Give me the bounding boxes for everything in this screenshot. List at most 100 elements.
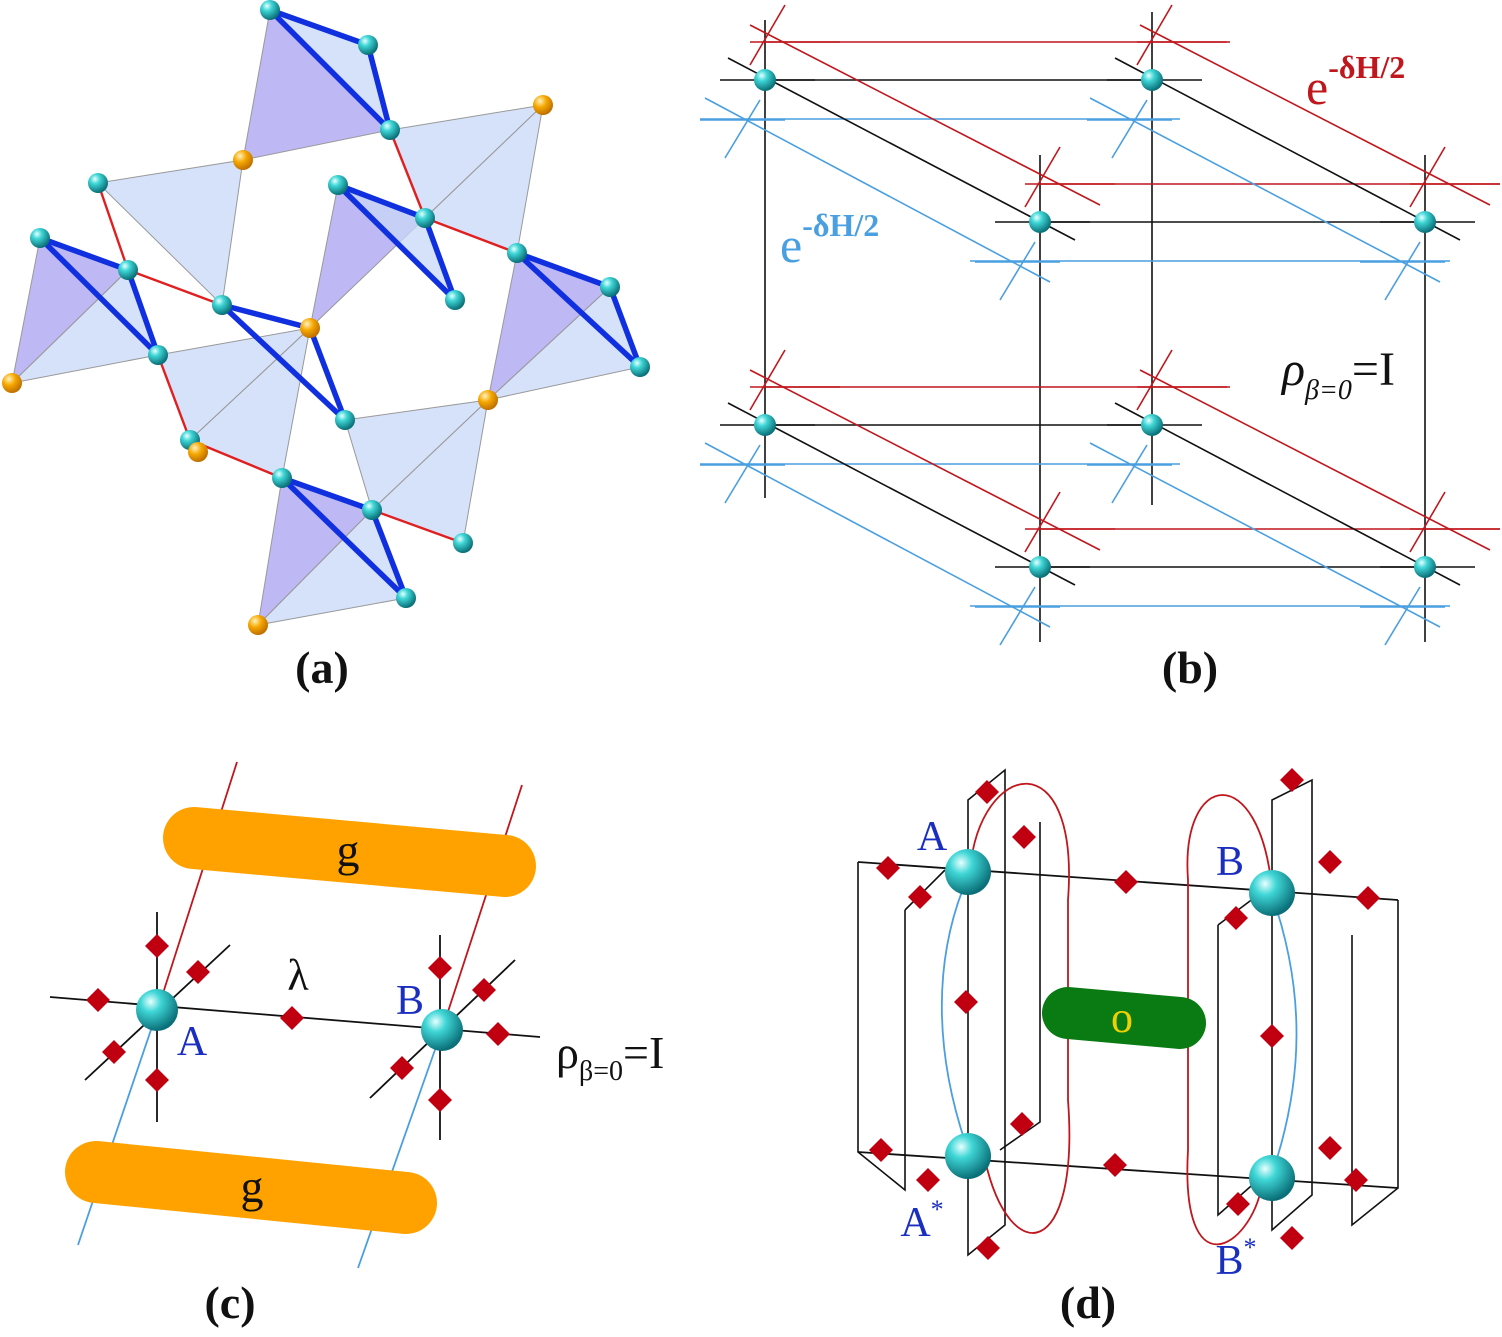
gate-bottom: g — [65, 1141, 437, 1234]
diamond-marker — [390, 1056, 414, 1080]
frame-line — [857, 862, 906, 1192]
red-trace-loop — [969, 782, 1071, 1234]
panel-d: o A B A* B* (d) — [857, 768, 1399, 1328]
site-tensor-b — [421, 1009, 463, 1051]
diamond-marker — [1260, 1024, 1284, 1048]
tensor-node — [1029, 556, 1051, 578]
tensor-node — [1414, 556, 1436, 578]
frame-line — [1271, 778, 1313, 1232]
lattice-nodes — [2, 0, 650, 635]
tensor-node — [754, 69, 776, 91]
blue-cross-line — [1384, 241, 1421, 301]
blue-cross-line — [999, 586, 1036, 646]
lattice-node — [148, 345, 168, 365]
tensor-node — [754, 414, 776, 436]
site-a-label: A — [177, 1019, 208, 1065]
panel-c-caption: (c) — [204, 1277, 255, 1328]
red-cross-line — [1024, 146, 1061, 208]
blue-diagonal — [1089, 442, 1441, 628]
diamond-marker — [1103, 1153, 1127, 1177]
blue-bond — [369, 509, 409, 599]
red-cross-line — [1024, 491, 1061, 553]
gate-bottom-label: g — [241, 1161, 264, 1212]
corner-node — [478, 390, 498, 410]
panel-b: e-δH/2 e-δH/2 ρβ=0=I (b) — [700, 4, 1500, 693]
lattice-node — [212, 295, 232, 315]
diamond-marker — [1344, 1168, 1368, 1192]
red-bond — [388, 129, 427, 219]
blue-cross-line — [999, 241, 1036, 301]
lattice-node — [358, 35, 378, 55]
red-bond — [424, 216, 518, 255]
diamond-marker — [1114, 870, 1138, 894]
blue-bond — [515, 250, 642, 370]
site-b-conj-label: B* — [1215, 1233, 1256, 1284]
corner-node — [2, 373, 22, 393]
lattice-node — [396, 588, 416, 608]
lattice-node — [260, 0, 280, 20]
blue-cross-line — [724, 444, 761, 504]
diamond-marker — [1318, 850, 1342, 874]
tensor-node — [1414, 211, 1436, 233]
red-diagonal — [1139, 369, 1491, 551]
diamond-marker — [975, 780, 999, 804]
site-tensors — [945, 849, 1295, 1201]
tensor-node — [1141, 69, 1163, 91]
blue-bond — [38, 236, 160, 357]
blue-diagonal — [704, 442, 1051, 628]
red-physical-line — [156, 761, 238, 1013]
frame-line — [1351, 900, 1399, 1227]
diamond-marker — [1280, 768, 1304, 792]
corner-node — [300, 318, 320, 338]
operator-o-label: o — [1111, 993, 1133, 1042]
blue-bonds — [38, 7, 643, 600]
corner-node — [188, 442, 208, 462]
blue-bond — [516, 250, 611, 290]
diamond-marker — [1010, 1112, 1034, 1136]
lattice-node — [415, 208, 435, 228]
blue-operator-label: e-δH/2 — [780, 207, 879, 273]
red-bond — [371, 508, 464, 545]
lattice-node — [118, 260, 138, 280]
panel-a: (a) — [2, 0, 650, 693]
frame-line — [999, 822, 1041, 1151]
diamond-marker — [1012, 825, 1036, 849]
red-cross-line — [1136, 4, 1173, 66]
red-bond — [156, 354, 192, 441]
blue-bond — [221, 302, 311, 331]
lattice-node — [30, 228, 50, 248]
initial-density-matrix-label-c: ρβ=0=I — [556, 1027, 664, 1087]
diamond-marker — [1224, 906, 1248, 930]
blue-bond — [281, 475, 373, 513]
blue-bond — [269, 7, 369, 48]
tensor-node — [1029, 211, 1051, 233]
frame-line — [1217, 925, 1259, 1217]
site-b-label-d: B — [1216, 839, 1244, 885]
red-cross-line — [749, 4, 786, 66]
diamond-marker — [86, 988, 110, 1012]
diamond-marker — [976, 1236, 1000, 1260]
blue-bond — [607, 286, 643, 368]
lattice-node — [507, 243, 527, 263]
site-a-label-d: A — [917, 814, 948, 860]
red-diagonal — [1139, 24, 1491, 206]
diamond-marker — [1226, 1192, 1250, 1216]
bond-diamonds — [86, 934, 510, 1112]
blue-cross-line — [724, 99, 761, 159]
diamond-marker — [954, 990, 978, 1014]
site-a-conj-label: A* — [900, 1195, 943, 1246]
blue-bond — [268, 8, 392, 132]
blue-diagonal — [1089, 97, 1441, 283]
lattice-node — [445, 290, 465, 310]
bond-diamonds — [869, 768, 1380, 1260]
tensor-network-lines — [700, 4, 1500, 646]
diamond-marker — [186, 960, 210, 984]
lattice-node — [328, 175, 348, 195]
panel-d-caption: (d) — [1060, 1277, 1116, 1328]
diamond-marker — [1356, 886, 1380, 910]
diagonal-bond — [727, 57, 1076, 241]
blue-bond — [280, 476, 408, 600]
red-diagonal — [749, 24, 1101, 206]
blue-bond — [337, 182, 426, 221]
